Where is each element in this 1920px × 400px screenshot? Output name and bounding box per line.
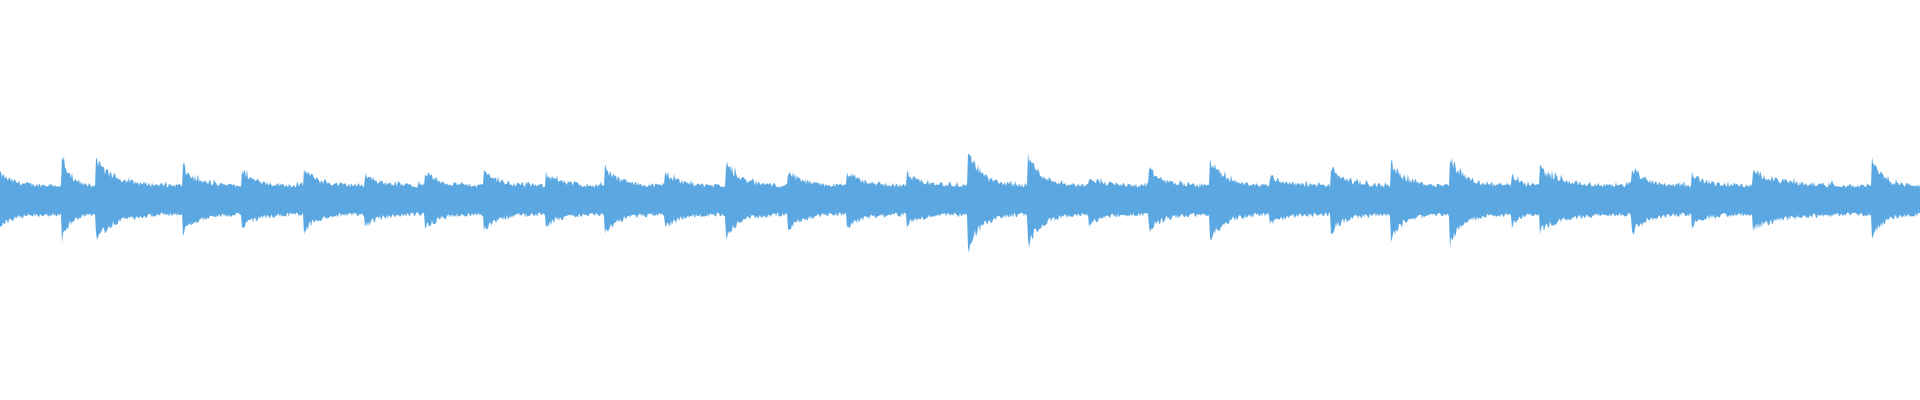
- waveform-path: [0, 152, 1920, 253]
